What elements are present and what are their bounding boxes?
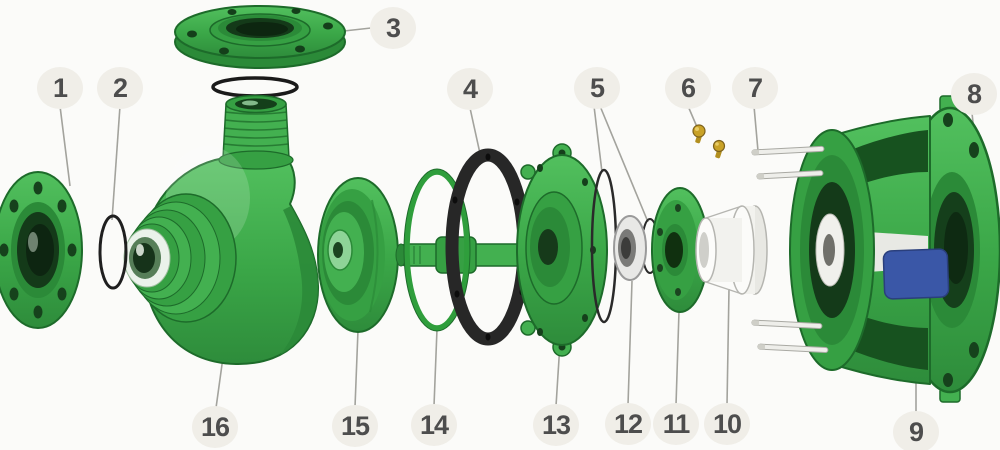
part-15-impeller bbox=[317, 177, 399, 333]
callout-part-3: 3 bbox=[370, 7, 416, 49]
callout-part-9: 9 bbox=[893, 411, 939, 450]
callout-part-7: 7 bbox=[732, 67, 778, 109]
callout-part-11: 11 bbox=[653, 403, 699, 445]
part-3-cover-flange bbox=[174, 5, 346, 69]
callout-part-1: 1 bbox=[37, 67, 83, 109]
cover-flange-gasket bbox=[211, 76, 299, 98]
part-8-motor-bracket bbox=[789, 95, 1000, 403]
callout-part-16: 16 bbox=[192, 406, 238, 448]
part-2-oring bbox=[98, 214, 128, 290]
part-14-oring-green bbox=[403, 168, 471, 332]
callout-part-2: 2 bbox=[97, 67, 143, 109]
callout-part-6: 6 bbox=[665, 67, 711, 109]
part-7-studs bbox=[751, 145, 829, 354]
part-12-seal bbox=[613, 215, 647, 281]
callout-part-10: 10 bbox=[704, 403, 750, 445]
part-6-fittings bbox=[692, 124, 726, 159]
part-9-blue-block bbox=[882, 248, 950, 300]
callout-part-14: 14 bbox=[411, 404, 457, 446]
part-1-flange bbox=[0, 171, 83, 329]
part-13-casing-cover bbox=[516, 143, 608, 357]
callout-part-13: 13 bbox=[533, 404, 579, 446]
callout-part-15: 15 bbox=[332, 405, 378, 447]
part-11-seal-plate bbox=[651, 187, 709, 313]
part-16-volute-casing bbox=[123, 94, 320, 366]
callout-part-4: 4 bbox=[447, 68, 493, 110]
callout-part-8: 8 bbox=[951, 73, 997, 115]
callout-part-12: 12 bbox=[605, 403, 651, 445]
part-10-sleeve bbox=[695, 205, 768, 295]
callout-part-5: 5 bbox=[574, 67, 620, 109]
